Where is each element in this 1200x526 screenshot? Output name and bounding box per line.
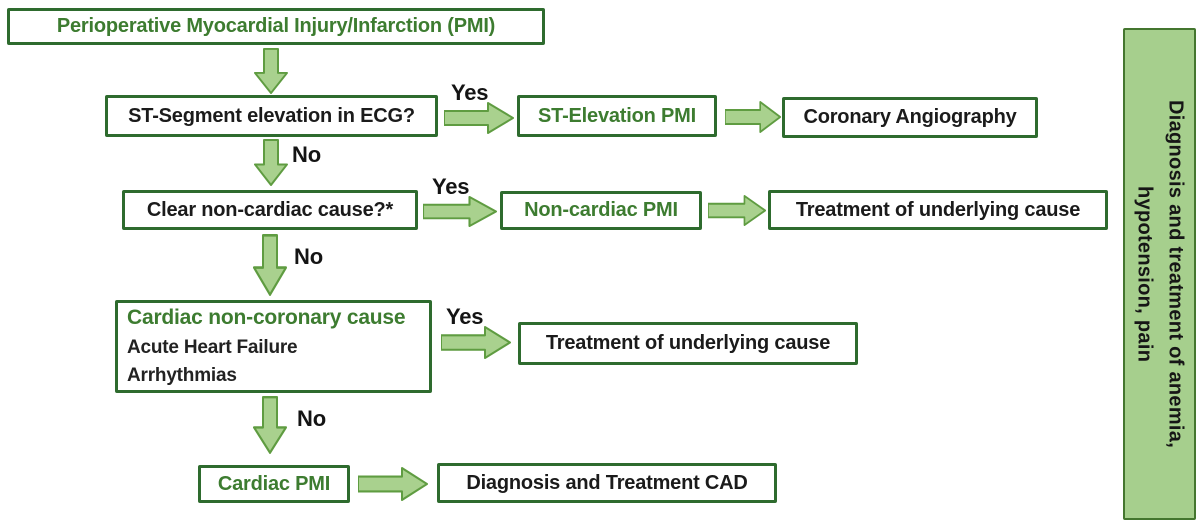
sidebar-line-1: Diagnosis and treatment of anemia, (1164, 99, 1187, 449)
cardiac-pmi-box: Cardiac PMI (198, 465, 350, 503)
right-arrow-icon (423, 196, 497, 227)
decision-st-segment-label: ST-Segment elevation in ECG? (128, 104, 415, 127)
down-arrow-icon (254, 48, 288, 94)
cardiac-non-coronary-box: Cardiac non-coronary cause Acute Heart F… (115, 300, 432, 393)
right-arrow-icon (708, 195, 766, 226)
decision-st-segment-box: ST-Segment elevation in ECG? (105, 95, 438, 137)
yes-label-3: Yes (446, 304, 484, 329)
decision-non-cardiac-label: Clear non-cardiac cause?* (146, 198, 394, 221)
right-arrow-icon (441, 326, 511, 359)
st-elevation-pmi-box: ST-Elevation PMI (517, 95, 717, 137)
diagnosis-treatment-cad-box: Diagnosis and Treatment CAD (437, 463, 777, 503)
sidebar-line-2: hypotension, pain (1133, 185, 1156, 363)
decision-non-cardiac-box: Clear non-cardiac cause?* (122, 190, 418, 230)
down-arrow-icon (253, 234, 287, 296)
sidebar-anemia-hypotension-pain: Diagnosis and treatment of anemia, hypot… (1123, 28, 1196, 520)
treatment-underlying-box-1: Treatment of underlying cause (768, 190, 1108, 230)
yes-label-2: Yes (432, 174, 470, 199)
cardiac-non-coronary-line-1: Acute Heart Failure (127, 336, 298, 358)
root-box: Perioperative Myocardial Injury/Infarcti… (7, 8, 545, 45)
treatment-underlying-box-2: Treatment of underlying cause (518, 322, 858, 365)
treatment-underlying-label-1: Treatment of underlying cause (795, 198, 1081, 221)
sidebar-text: Diagnosis and treatment of anemia, hypot… (1129, 100, 1191, 448)
down-arrow-icon (254, 139, 288, 186)
coronary-angiography-label: Coronary Angiography (803, 106, 1017, 128)
cardiac-non-coronary-line-2: Arrhythmias (127, 365, 237, 387)
diagnosis-treatment-cad-label: Diagnosis and Treatment CAD (466, 471, 748, 494)
cardiac-non-coronary-title: Cardiac non-coronary cause (127, 306, 406, 330)
yes-label-1: Yes (451, 80, 489, 105)
right-arrow-icon (725, 101, 781, 133)
non-cardiac-pmi-label: Non-cardiac PMI (524, 199, 678, 221)
no-label-3: No (297, 406, 326, 431)
right-arrow-icon (358, 467, 428, 501)
st-elevation-pmi-label: ST-Elevation PMI (538, 104, 696, 127)
right-arrow-icon (444, 102, 514, 134)
no-label-2: No (294, 244, 323, 269)
down-arrow-icon (253, 396, 287, 454)
cardiac-pmi-label: Cardiac PMI (217, 472, 331, 495)
treatment-underlying-label-2: Treatment of underlying cause (545, 332, 831, 354)
no-label-1: No (292, 142, 321, 167)
non-cardiac-pmi-box: Non-cardiac PMI (500, 191, 702, 230)
coronary-angiography-box: Coronary Angiography (782, 97, 1038, 138)
root-box-label: Perioperative Myocardial Injury/Infarcti… (56, 15, 496, 37)
